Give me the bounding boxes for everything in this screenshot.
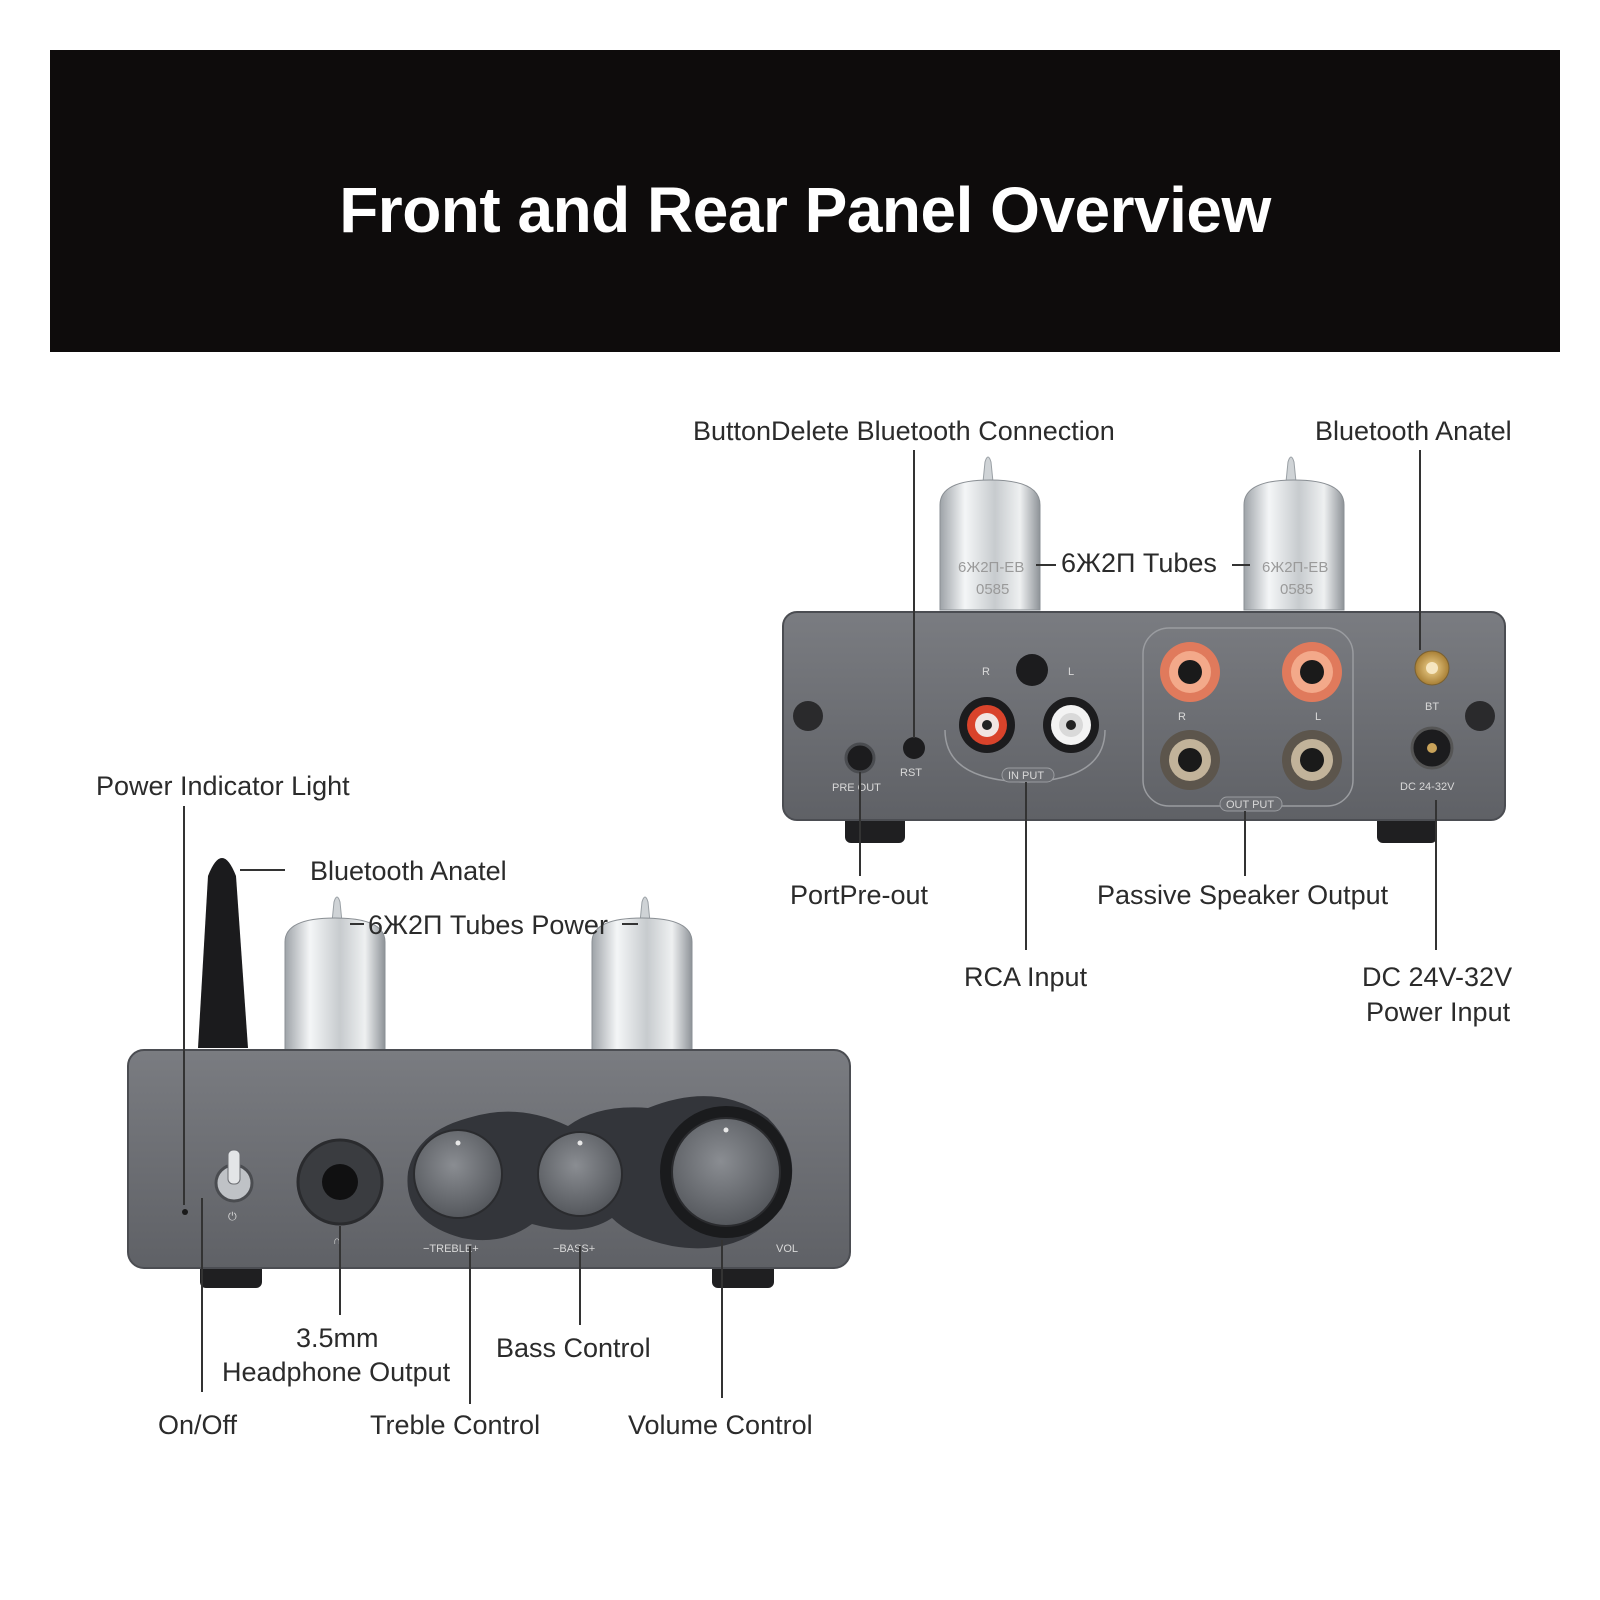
- rear-tube-code-2: 6Ж2П-ЕВ: [1262, 559, 1328, 576]
- front-tube-left: [284, 896, 386, 1055]
- rear-screw-right: [1465, 701, 1495, 731]
- power-indicator-light: [182, 1209, 188, 1215]
- rear-panel: 6Ж2П-ЕВ 0585 6Ж2П-ЕВ 0585 PRE OUT RST R …: [782, 456, 1506, 843]
- front-tube-right: [591, 896, 693, 1055]
- bass-knob: [537, 1131, 623, 1217]
- label-reset-button: ButtonDelete Bluetooth Connection: [693, 416, 1115, 446]
- headphone-symbol-print: ∩: [333, 1235, 341, 1247]
- power-symbol-print: ⏻: [228, 1211, 237, 1223]
- binding-post-r-bottom: [1160, 730, 1220, 790]
- output-l-print: L: [1315, 711, 1321, 723]
- label-front-bluetooth-antenna: Bluetooth Anatel: [310, 856, 507, 886]
- binding-post-r-top: [1160, 642, 1220, 702]
- rst-print: RST: [900, 767, 922, 779]
- front-leader-lines: [183, 806, 723, 1404]
- pre-out-print: PRE OUT: [832, 782, 881, 794]
- volume-knob: [671, 1117, 781, 1227]
- output-print: OUT PUT: [1226, 799, 1274, 811]
- label-tubes-power: 6Ж2П Tubes Power: [368, 910, 608, 940]
- rear-leader-lines: [859, 450, 1437, 950]
- label-rear-bluetooth-antenna: Bluetooth Anatel: [1315, 416, 1512, 446]
- label-dc-input-line2: Power Input: [1366, 997, 1511, 1027]
- label-treble: Treble Control: [370, 1410, 540, 1440]
- output-r-print: R: [1178, 711, 1186, 723]
- dc-print: DC 24-32V: [1400, 781, 1455, 793]
- pre-out-jack: [844, 742, 876, 774]
- binding-post-l-bottom: [1282, 730, 1342, 790]
- label-headphone-line1: 3.5mm: [296, 1323, 379, 1353]
- rst-button: [903, 737, 925, 759]
- front-antenna: [198, 858, 248, 1048]
- binding-post-l-top: [1282, 642, 1342, 702]
- label-bass: Bass Control: [496, 1333, 651, 1363]
- label-rca-input: RCA Input: [964, 962, 1088, 992]
- input-l-print: L: [1068, 666, 1074, 678]
- rear-tube-batch: 0585: [976, 581, 1009, 598]
- headphone-jack: [322, 1164, 358, 1200]
- treble-knob: [413, 1129, 503, 1219]
- treble-print: −TREBLE+: [423, 1243, 479, 1255]
- rear-tube-batch-2: 0585: [1280, 581, 1313, 598]
- label-rear-tubes: 6Ж2П Tubes: [1061, 548, 1217, 578]
- input-print: IN PUT: [1008, 770, 1044, 782]
- page-title: Front and Rear Panel Overview: [339, 174, 1271, 246]
- rear-tube-code: 6Ж2П-ЕВ: [958, 559, 1024, 576]
- title-banner: Front and Rear Panel Overview: [50, 50, 1560, 352]
- bass-print: −BASS+: [553, 1243, 595, 1255]
- front-panel: ⏻ ∩ −TREBLE+ −BASS+ VOL: [127, 858, 851, 1288]
- rear-input-screw: [1016, 654, 1048, 686]
- label-on-off: On/Off: [158, 1410, 238, 1440]
- label-speaker-output: Passive Speaker Output: [1097, 880, 1389, 910]
- power-toggle-switch: [214, 1149, 254, 1203]
- vol-print: VOL: [776, 1243, 798, 1255]
- rear-screw-left: [793, 701, 823, 731]
- input-r-print: R: [982, 666, 990, 678]
- label-volume: Volume Control: [628, 1410, 813, 1440]
- rear-tube-left: 6Ж2П-ЕВ 0585: [939, 456, 1041, 611]
- rear-tube-right: 6Ж2П-ЕВ 0585: [1243, 456, 1345, 611]
- label-power-indicator: Power Indicator Light: [96, 771, 350, 801]
- label-headphone-line2: Headphone Output: [222, 1357, 451, 1387]
- label-pre-out: PortPre-out: [790, 880, 929, 910]
- rca-input-right: [959, 697, 1015, 753]
- rca-input-left: [1043, 697, 1099, 753]
- bt-print: BT: [1425, 701, 1439, 713]
- label-dc-input-line1: DC 24V-32V: [1362, 962, 1512, 992]
